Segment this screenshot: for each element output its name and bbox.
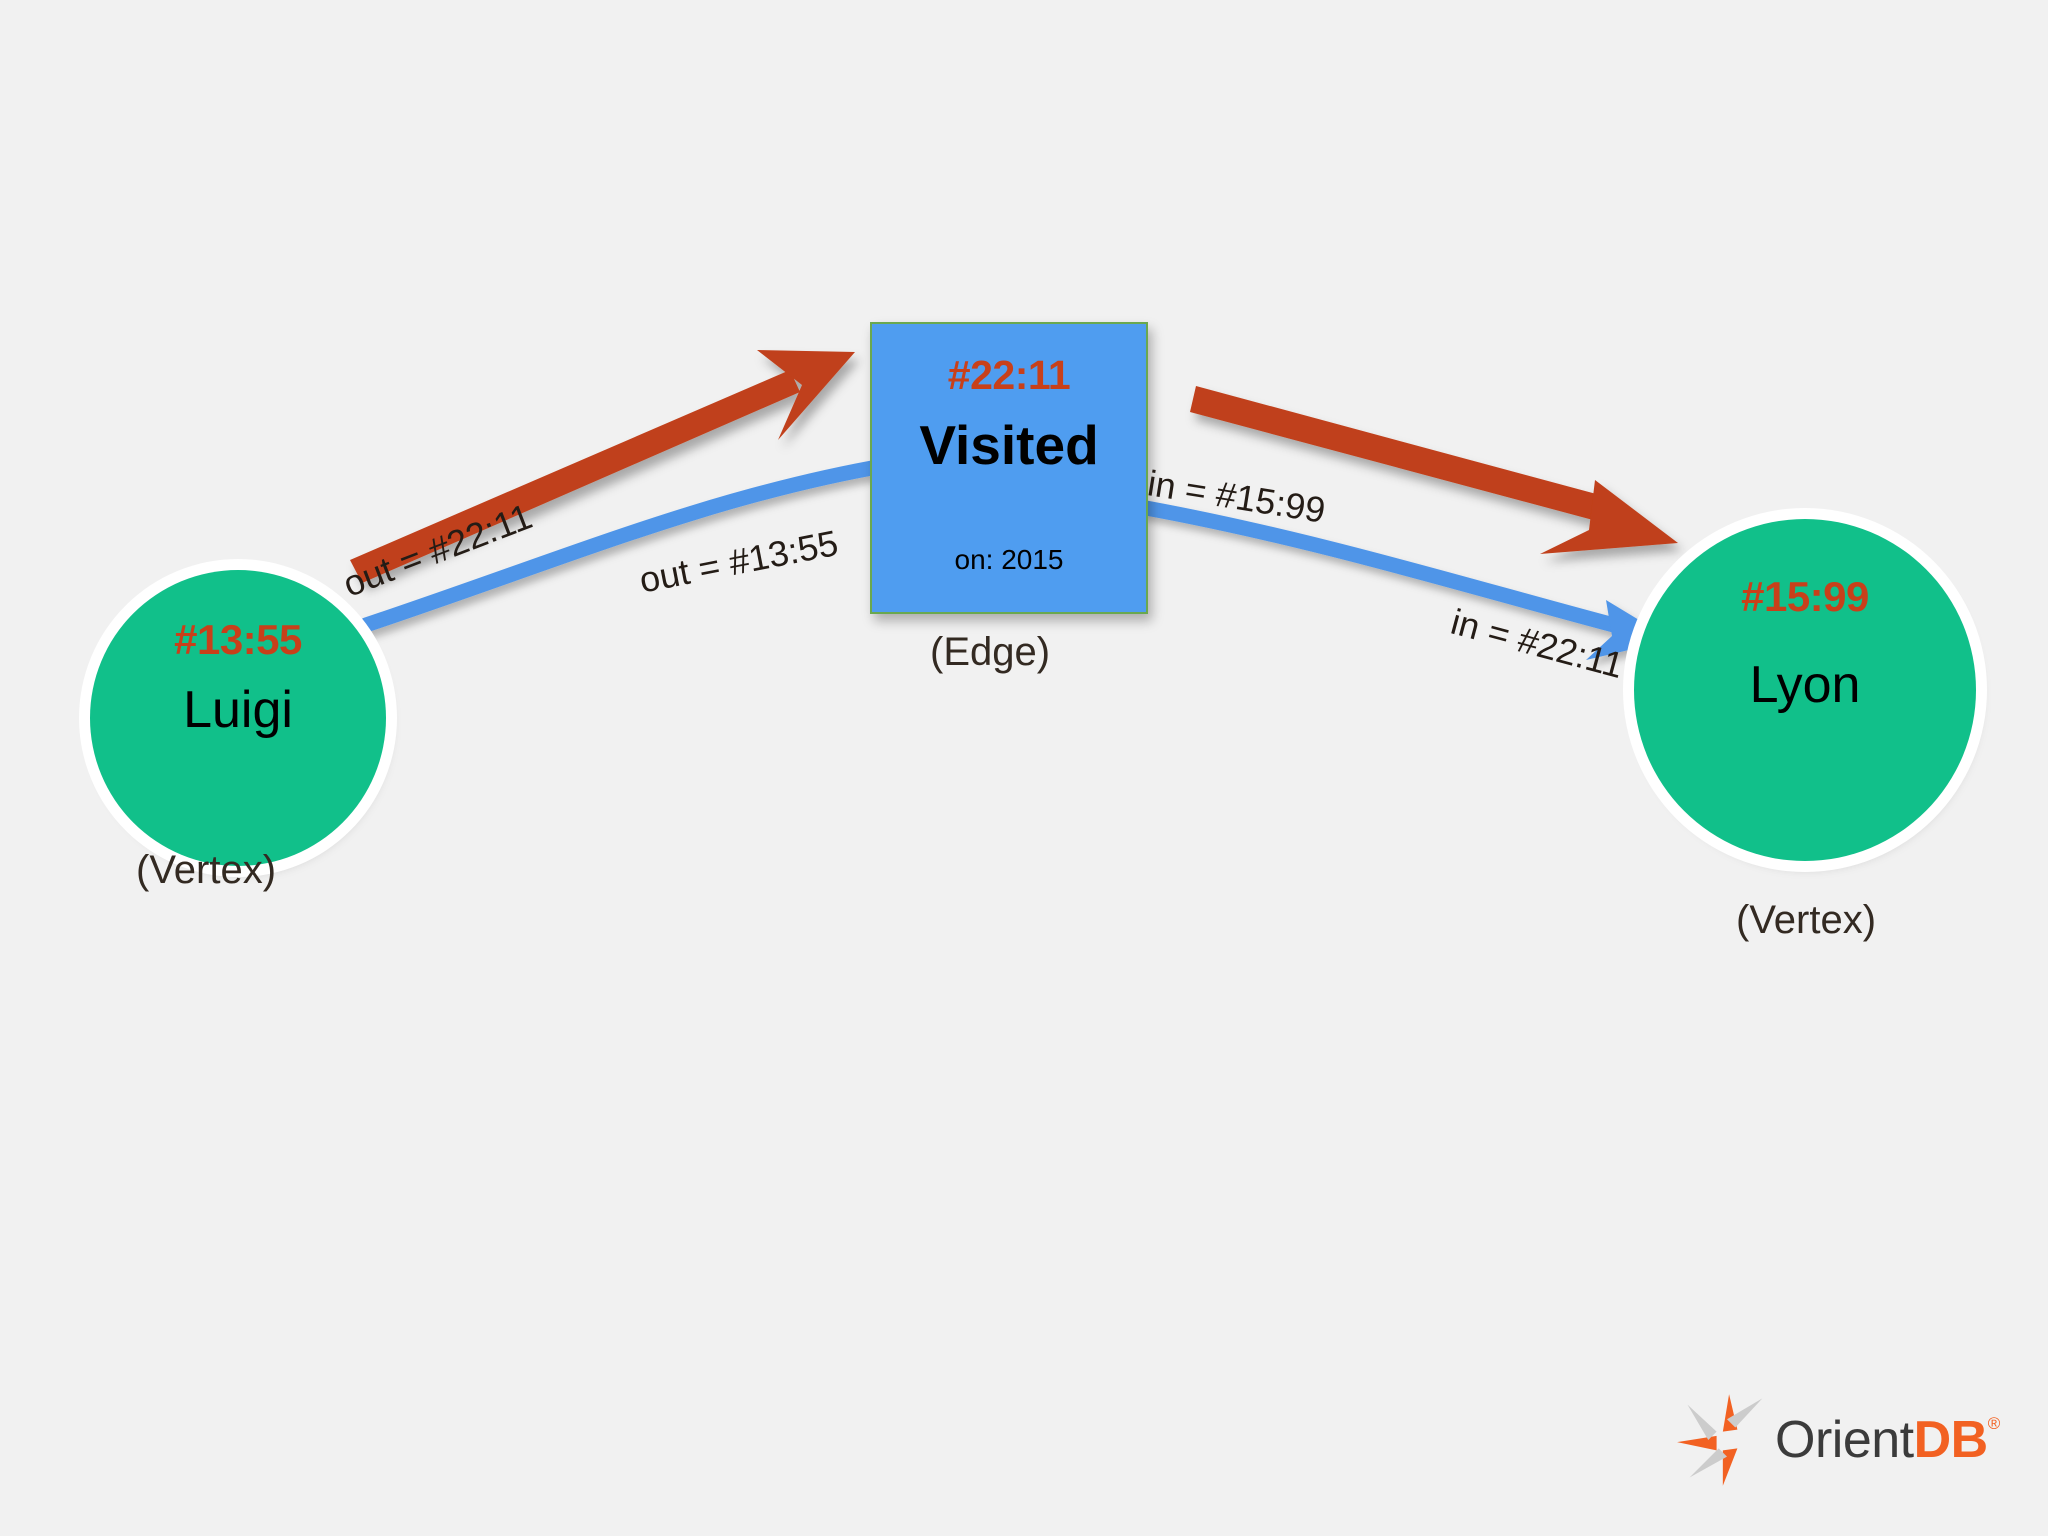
blue-curve-out (358, 460, 880, 633)
edge-rid: #22:11 (947, 352, 1071, 398)
edge-property: on: 2015 (954, 544, 1064, 575)
red-arrow-out (350, 350, 855, 583)
red-arrow-in (1190, 386, 1678, 554)
caption-edge: (Edge) (930, 630, 1051, 674)
logo-word-db: DB (1913, 1411, 1989, 1469)
caption-vertex-right: (Vertex) (1736, 898, 1877, 942)
vertex-lyon-rid: #15:99 (1741, 573, 1869, 620)
orientdb-logo: Orient DB ® (1675, 1380, 2000, 1500)
logo-registered-mark: ® (1987, 1414, 2001, 1433)
edge-visited-box[interactable]: #22:11 Visited on: 2015 (870, 322, 1148, 614)
caption-vertex-left: (Vertex) (136, 848, 277, 892)
orientdb-wordmark: Orient DB ® (1775, 1410, 2000, 1470)
logo-word-orient: Orient (1775, 1411, 1914, 1469)
vertex-luigi-name: Luigi (183, 681, 293, 739)
vertex-lyon[interactable]: #15:99 Lyon (1634, 519, 1976, 861)
vertex-luigi-rid: #13:55 (174, 616, 302, 663)
compass-star-icon (1677, 1394, 1763, 1486)
edge-name: Visited (919, 414, 1099, 476)
vertex-lyon-name: Lyon (1749, 656, 1861, 714)
vertex-luigi[interactable]: #13:55 Luigi (90, 570, 386, 866)
